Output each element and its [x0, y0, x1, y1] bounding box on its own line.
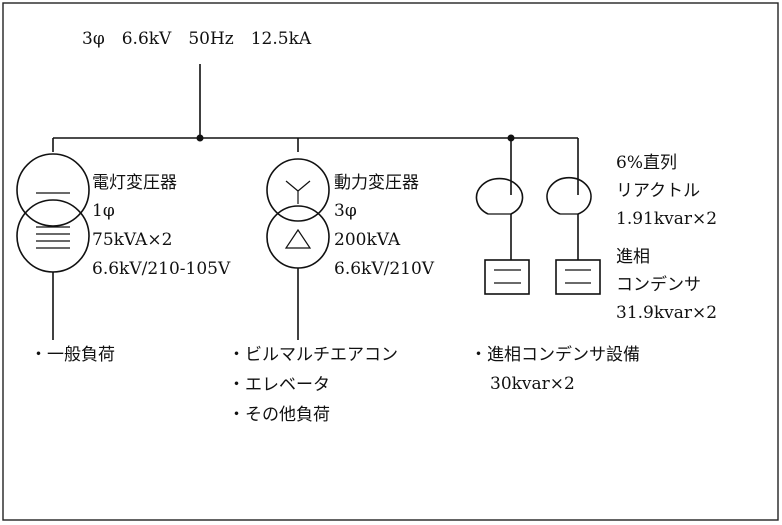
lighting-transformer-capacity: 75kVA×2 [92, 230, 172, 250]
capacitor-label-2: コンデンサ [616, 274, 701, 295]
capacitor-label-1: 進相 [616, 247, 650, 267]
reactor-capacitor-unit-2 [546, 138, 601, 295]
power-load-label-2: ・エレベータ [228, 375, 330, 395]
lighting-transformer-phase: 1φ [92, 201, 115, 221]
power-transformer-phase: 3φ [334, 201, 357, 221]
lighting-transformer-name: 電灯変圧器 [92, 173, 177, 193]
lighting-load-label: ・一般負荷 [30, 345, 115, 365]
reactor-capacitor-unit-1 [475, 138, 530, 295]
source-label: 3φ 6.6kV 50Hz 12.5kA [82, 29, 312, 49]
junction-dot-main [196, 134, 204, 142]
power-load-label-1: ・ビルマルチエアコン [228, 345, 398, 365]
power-transformer-voltage: 6.6kV/210V [334, 259, 435, 279]
power-load-label-3: ・その他負荷 [228, 405, 330, 425]
reactor-label-1: 6%直列 [616, 153, 677, 173]
capacitor-label-3: 31.9kvar×2 [616, 303, 717, 323]
reactor-label-3: 1.91kvar×2 [616, 209, 717, 229]
lighting-transformer-symbol [16, 138, 90, 340]
lighting-transformer-voltage: 6.6kV/210-105V [92, 259, 231, 279]
capacitor-equipment-label-2: 30kvar×2 [490, 374, 575, 394]
power-transformer-name: 動力変圧器 [334, 173, 419, 193]
capacitor-equipment-label-1: ・進相コンデンサ設備 [470, 344, 640, 365]
power-transformer-symbol [266, 138, 330, 340]
power-transformer-capacity: 200kVA [334, 230, 401, 250]
reactor-label-2: リアクトル [616, 181, 700, 201]
